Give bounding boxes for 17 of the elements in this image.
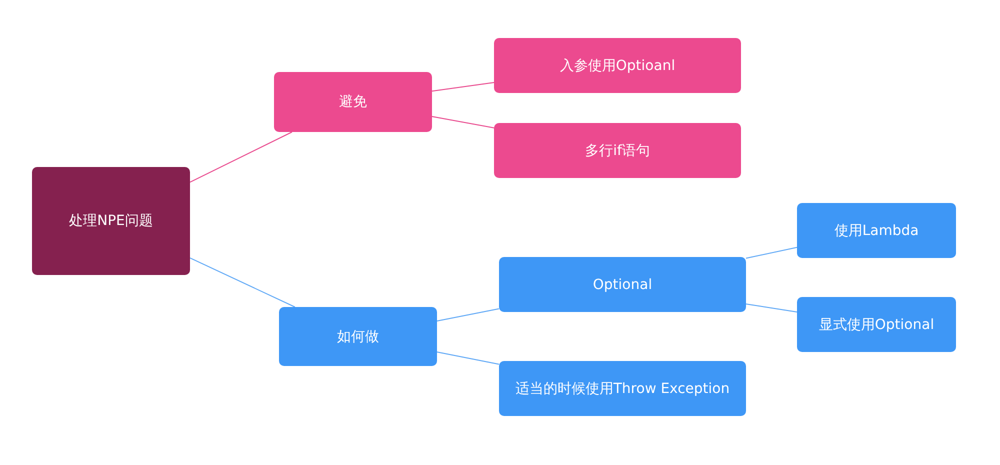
subtopic-box: 入参使用Optioanl [494,38,741,93]
topic-box: 如何做 [279,307,437,366]
subtopic-box: 显式使用Optional [797,297,956,352]
topic-box: 避免 [274,72,432,132]
subtopic-box: 使用Lambda [797,203,956,258]
subtopic-box: 适当的时候使用Throw Exception [499,361,746,416]
connector-line [436,308,500,322]
subtopic-box: Optional [499,257,746,312]
connector-line [436,352,500,365]
connector-line [746,246,798,259]
connector-line [190,132,292,183]
connector-line [190,257,296,308]
connector-line [432,116,494,128]
root-topic-box: 处理NPE问题 [32,167,190,275]
connector-line [746,303,798,312]
subtopic-box: 多行if语句 [494,123,741,178]
connector-line [432,82,494,92]
